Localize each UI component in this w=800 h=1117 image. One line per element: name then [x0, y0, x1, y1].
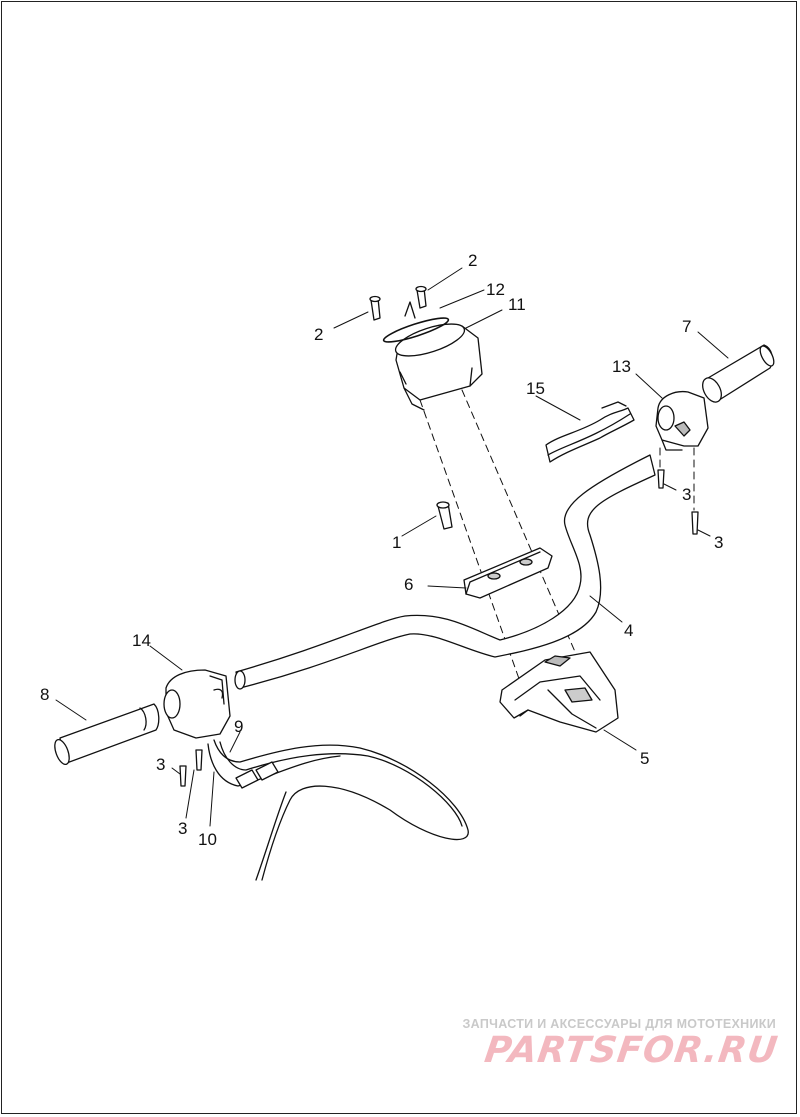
callout-13: 13 [612, 357, 631, 376]
clamp-bolt [436, 501, 453, 530]
handlebar [234, 454, 656, 690]
callout-15: 15 [526, 379, 545, 398]
callout-3b: 3 [714, 533, 723, 552]
callout-12: 12 [486, 280, 505, 299]
callout-1: 1 [392, 533, 401, 552]
callout-7: 7 [682, 317, 691, 336]
watermark-tagline: ЗАПЧАСТИ И АКСЕССУАРЫ ДЛЯ МОТОТЕХНИКИ [462, 1017, 776, 1031]
callout-3d: 3 [178, 819, 187, 838]
left-switch-screws [179, 749, 203, 787]
callout-14: 14 [132, 631, 151, 650]
callout-10: 10 [198, 830, 217, 849]
callout-2a: 2 [314, 325, 323, 344]
callout-3a: 3 [682, 485, 691, 504]
callout-6: 6 [404, 575, 413, 594]
right-switch-housing [655, 390, 709, 451]
gauge-screws [369, 285, 427, 321]
callout-9: 9 [234, 717, 243, 736]
callout-5: 5 [640, 749, 649, 768]
top-clamp [463, 547, 553, 599]
left-grip [54, 703, 160, 766]
right-switch-screws [657, 469, 699, 535]
callout-4: 4 [624, 621, 633, 640]
callout-11: 11 [508, 295, 526, 314]
right-grip [702, 344, 775, 403]
riser [499, 651, 619, 733]
leader-lines [55, 267, 729, 827]
watermark-logo: PARTSFOR.RU [482, 1030, 781, 1071]
callout-2b: 2 [468, 251, 477, 270]
wire-bundle [545, 401, 635, 463]
callout-8: 8 [40, 685, 49, 704]
left-switch-housing [163, 669, 231, 739]
switch-cables [207, 739, 469, 881]
gasket [382, 301, 450, 343]
callout-3c: 3 [156, 755, 165, 774]
callout-labels: 1 2 2 3 3 3 3 4 5 6 7 8 9 10 11 12 13 14… [40, 251, 723, 849]
gauge-housing [394, 323, 483, 411]
